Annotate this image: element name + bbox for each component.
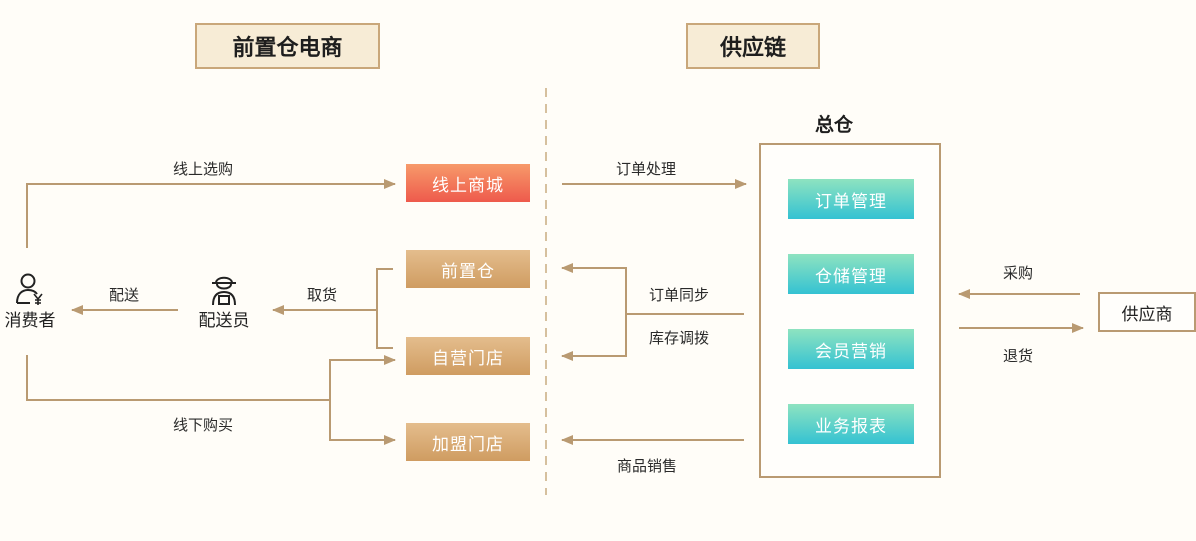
arrow-pickup	[273, 268, 393, 349]
section-title-front-warehouse-ecommerce: 前置仓电商	[195, 23, 380, 69]
label-online-shopping: 线上选购	[173, 160, 234, 178]
consumer-payment-icon	[16, 273, 43, 305]
label-order-sync: 订单同步	[649, 286, 710, 304]
arrow-online-shopping	[26, 179, 396, 248]
label-procurement: 采购	[1003, 264, 1034, 282]
node-front-warehouse[interactable]: 前置仓	[406, 250, 530, 288]
module-order-management[interactable]: 订单管理	[788, 179, 914, 219]
module-business-reports[interactable]: 业务报表	[788, 404, 914, 444]
node-own-store[interactable]: 自营门店	[406, 337, 530, 375]
arrow-order-sync	[561, 263, 744, 315]
arrow-inventory-transfer	[561, 314, 627, 361]
label-delivery: 配送	[109, 286, 140, 304]
courier-icon	[212, 276, 236, 306]
courier-label: 配送员	[198, 311, 250, 331]
node-supplier[interactable]: 供应商	[1098, 292, 1196, 332]
label-offline-purchase: 线下购买	[173, 416, 234, 434]
module-member-marketing[interactable]: 会员营销	[788, 329, 914, 369]
actor-courier: 配送员	[192, 272, 256, 331]
node-franchise-store[interactable]: 加盟门店	[406, 423, 530, 461]
section-title-supply-chain: 供应链	[686, 23, 820, 69]
label-pickup: 取货	[307, 286, 338, 304]
node-online-mall[interactable]: 线上商城	[406, 164, 530, 202]
consumer-label: 消费者	[4, 311, 56, 331]
arrow-offline-purchase	[26, 355, 396, 401]
label-order-processing: 订单处理	[616, 160, 677, 178]
label-returns: 退货	[1003, 347, 1034, 365]
label-product-sales: 商品销售	[617, 457, 678, 475]
module-storage-management[interactable]: 仓储管理	[788, 254, 914, 294]
label-inventory-transfer: 库存调拨	[649, 329, 710, 347]
central-warehouse-title: 总仓	[815, 114, 854, 136]
actor-consumer: 消费者	[2, 272, 58, 331]
